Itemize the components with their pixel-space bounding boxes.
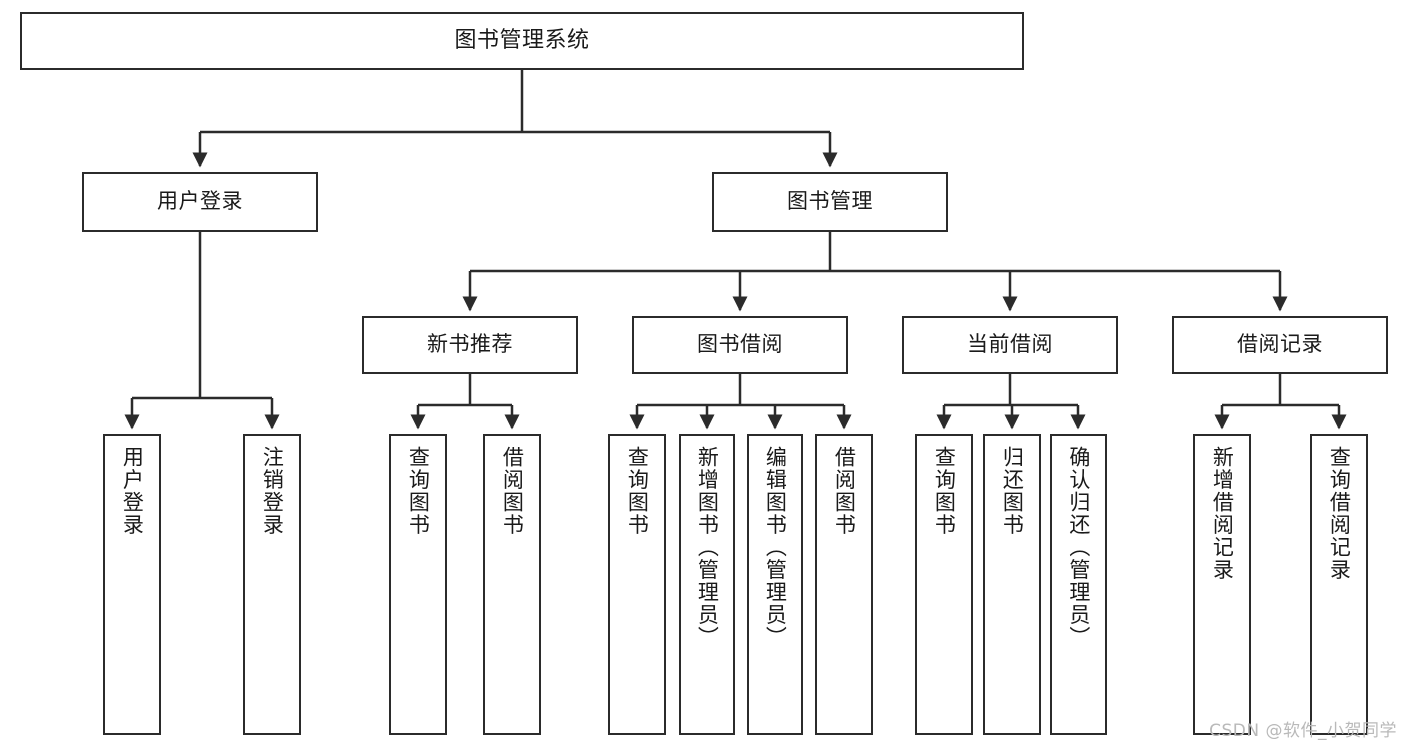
node-root[interactable]: 图书管理系统: [20, 12, 1024, 70]
node-leaf-query-record[interactable]: 查询借阅记录: [1310, 434, 1368, 735]
node-current-borrow[interactable]: 当前借阅: [902, 316, 1118, 374]
node-leaf-user-login-label: 用户登录: [120, 446, 145, 536]
node-leaf-return-book-label: 归还图书: [1000, 446, 1025, 536]
node-leaf-query-book-2[interactable]: 查询图书: [608, 434, 666, 735]
node-borrow-record-label: 借阅记录: [1237, 332, 1323, 357]
node-leaf-add-book-label: 新增图书（管理员）: [695, 446, 720, 649]
node-leaf-edit-book[interactable]: 编辑图书（管理员）: [747, 434, 803, 735]
node-leaf-confirm-return[interactable]: 确认归还（管理员）: [1050, 434, 1107, 735]
node-leaf-borrow-book-2-label: 借阅图书: [832, 446, 857, 536]
node-user-login[interactable]: 用户登录: [82, 172, 318, 232]
node-leaf-logout[interactable]: 注销登录: [243, 434, 301, 735]
node-leaf-edit-book-label: 编辑图书（管理员）: [763, 446, 788, 649]
node-leaf-confirm-return-label: 确认归还（管理员）: [1066, 446, 1091, 649]
watermark-text: CSDN @软件_小贺同学: [1209, 721, 1397, 741]
node-leaf-query-book-1-label: 查询图书: [406, 446, 431, 536]
node-leaf-borrow-book-1[interactable]: 借阅图书: [483, 434, 541, 735]
node-borrow-record[interactable]: 借阅记录: [1172, 316, 1388, 374]
node-book-borrow[interactable]: 图书借阅: [632, 316, 848, 374]
node-new-book-rec[interactable]: 新书推荐: [362, 316, 578, 374]
node-new-book-rec-label: 新书推荐: [427, 332, 513, 357]
node-root-label: 图书管理系统: [454, 27, 590, 53]
node-user-login-label: 用户登录: [157, 189, 243, 214]
node-leaf-logout-label: 注销登录: [260, 446, 285, 536]
node-leaf-add-record-label: 新增借阅记录: [1210, 446, 1235, 581]
node-book-manage[interactable]: 图书管理: [712, 172, 948, 232]
node-leaf-add-record[interactable]: 新增借阅记录: [1193, 434, 1251, 735]
node-leaf-add-book[interactable]: 新增图书（管理员）: [679, 434, 735, 735]
node-leaf-return-book[interactable]: 归还图书: [983, 434, 1041, 735]
node-book-borrow-label: 图书借阅: [697, 332, 783, 357]
node-leaf-borrow-book-1-label: 借阅图书: [500, 446, 525, 536]
node-leaf-user-login[interactable]: 用户登录: [103, 434, 161, 735]
node-current-borrow-label: 当前借阅: [967, 332, 1053, 357]
node-leaf-query-book-1[interactable]: 查询图书: [389, 434, 447, 735]
node-book-manage-label: 图书管理: [787, 189, 873, 214]
node-leaf-query-book-2-label: 查询图书: [625, 446, 650, 536]
node-leaf-query-book-3[interactable]: 查询图书: [915, 434, 973, 735]
node-leaf-borrow-book-2[interactable]: 借阅图书: [815, 434, 873, 735]
node-leaf-query-book-3-label: 查询图书: [932, 446, 957, 536]
node-leaf-query-record-label: 查询借阅记录: [1327, 446, 1352, 581]
